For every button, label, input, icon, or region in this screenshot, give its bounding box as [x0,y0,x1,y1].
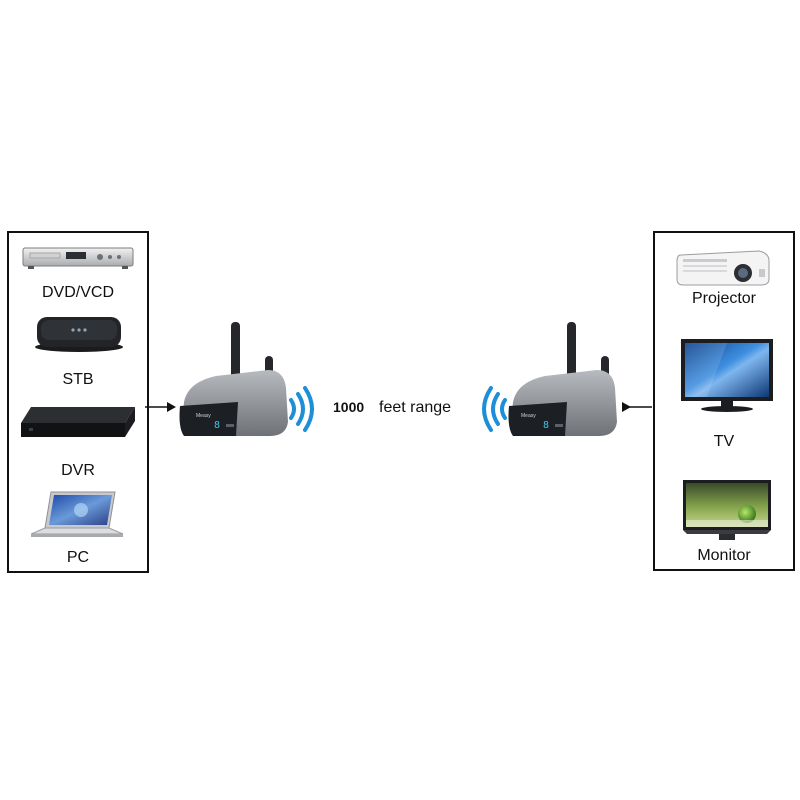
input-arrow [145,402,176,412]
range-unit: feet range [379,399,452,416]
source-label-dvd: DVD/VCD [41,284,114,301]
svg-text:8: 8 [543,420,549,431]
displays-panel: Projector TV Monitor [653,231,795,571]
dvr-box-icon [21,407,135,437]
output-arrow [622,402,652,412]
dvd-player-icon [22,247,134,269]
svg-text:Measy: Measy [196,413,211,419]
source-label-stb: STB [62,371,94,388]
sources-panel: DVD/VCD STB DVR PC [7,231,149,573]
monitor-icon [683,480,771,540]
source-label-pc: PC [66,549,90,566]
av-receiver-icon: Measy 8 [508,322,617,436]
range-value: 1000 [333,399,365,415]
projector-icon [676,250,770,286]
source-label-dvr: DVR [61,462,95,479]
laptop-icon [31,491,124,537]
display-label-monitor: Monitor [697,547,751,564]
svg-text:Measy: Measy [521,413,536,419]
av-transmitter-icon: Measy 8 [179,322,288,436]
tv-icon [681,339,773,412]
display-label-tv: TV [713,433,735,450]
transmit-signal-icon [289,386,314,432]
svg-text:8: 8 [214,420,220,431]
receive-signal-icon [482,386,507,432]
set-top-box-icon [35,317,123,352]
display-label-projector: Projector [691,290,757,307]
